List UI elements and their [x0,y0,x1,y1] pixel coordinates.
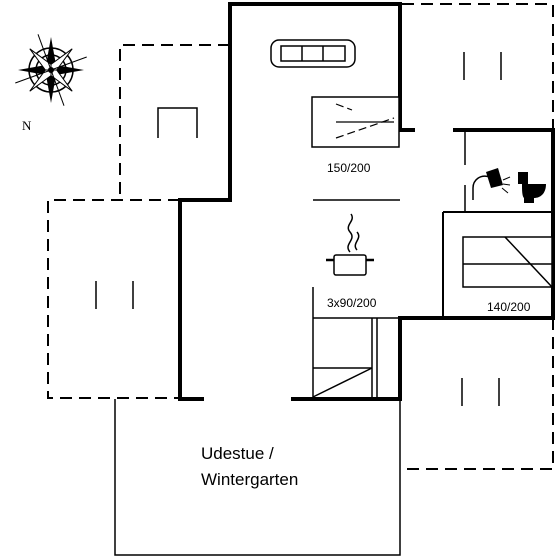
sunroom-label-line2: Wintergarten [201,470,298,489]
sunroom-outline [114,399,401,556]
bed-3-size-label: 140/200 [487,300,531,314]
bed-3 [462,236,553,288]
shower-icon [472,168,511,200]
dashed-outlines [47,3,554,470]
walls [178,2,555,401]
interior-lines [312,130,466,399]
bed-1-size-label: 150/200 [327,161,371,175]
compass-rose-icon [15,34,87,106]
toilet-icon [518,172,546,203]
cooking-pot-icon [326,213,374,276]
bed-2-size-label: 3x90/200 [327,296,377,310]
sunroom-label-line1: Udestue / [201,444,274,463]
double-bed [311,96,400,148]
compass-north-label: N [22,118,32,133]
window-icon [95,52,502,406]
sofa-icon [270,39,356,68]
